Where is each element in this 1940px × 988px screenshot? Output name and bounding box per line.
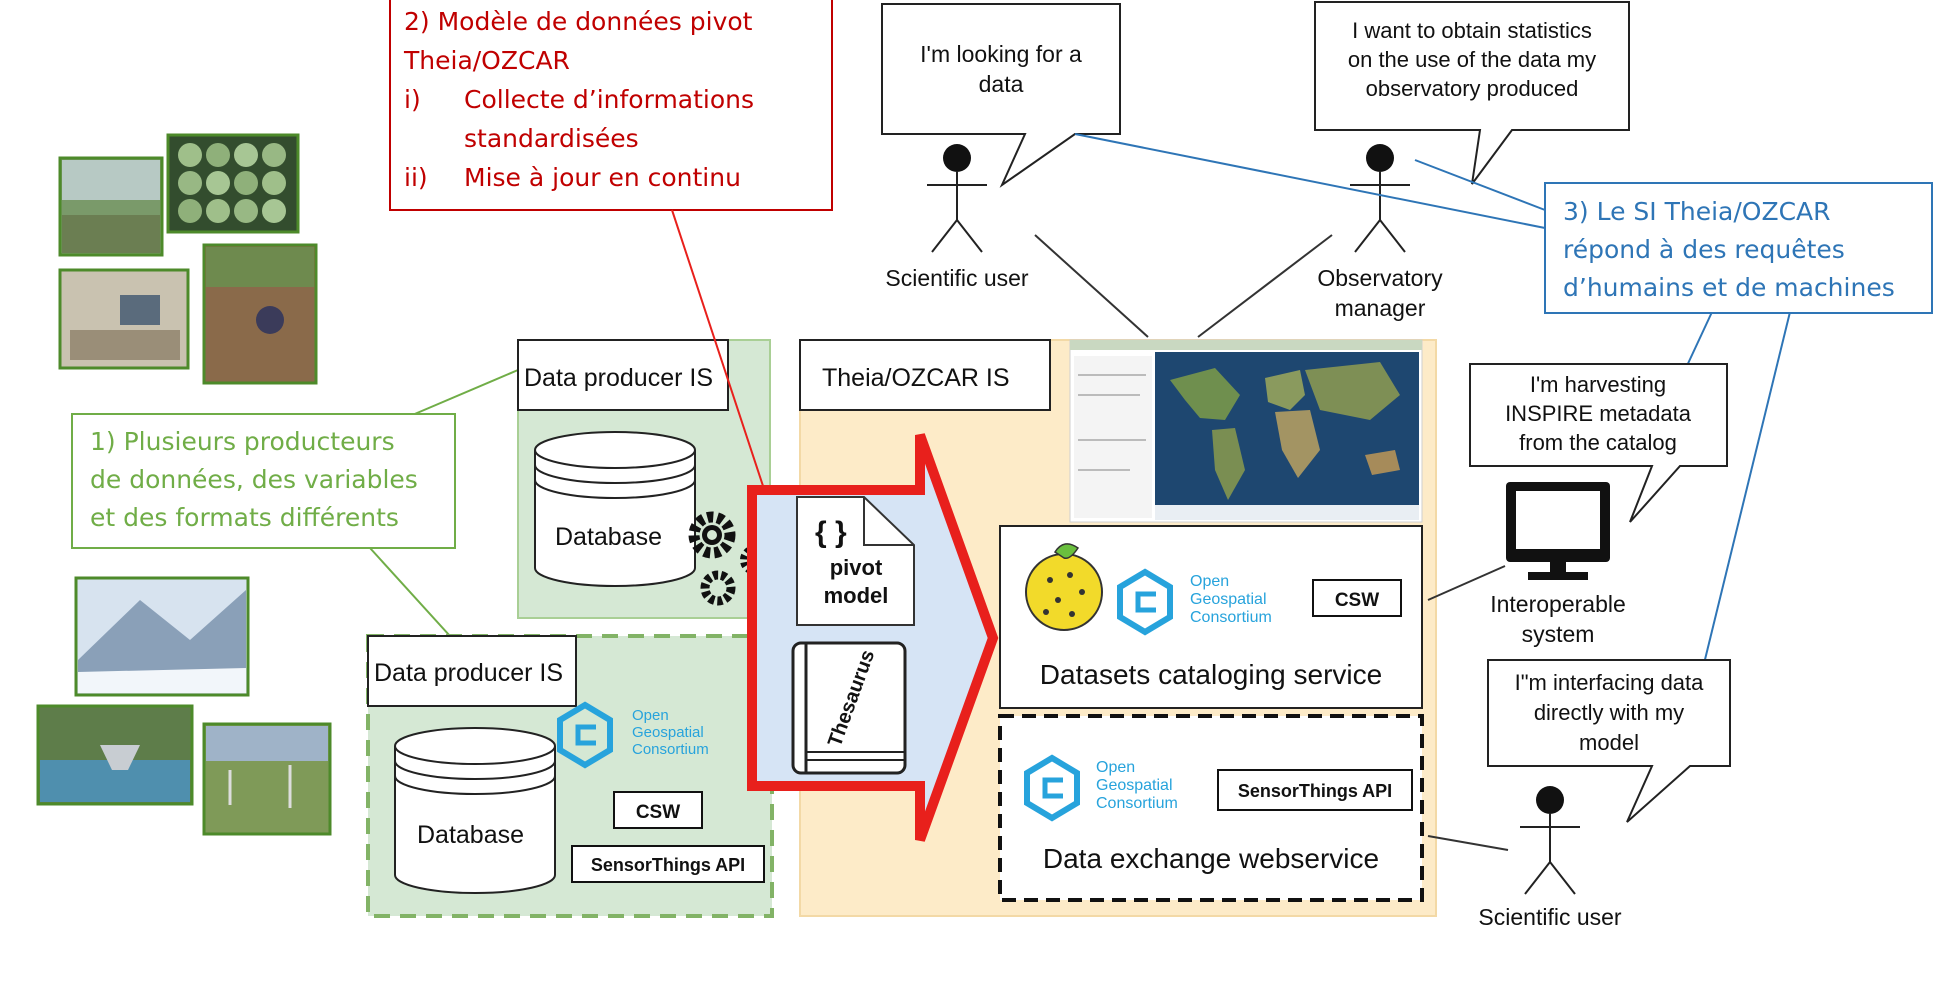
ogc-text-bottom-line1: Open bbox=[632, 707, 669, 724]
document-icon bbox=[796, 496, 915, 626]
geonetwork-logo-icon bbox=[1025, 543, 1103, 631]
sensorthings-badge-exchange: SensorThings API bbox=[1238, 781, 1392, 801]
bubble-stats-line2: on the use of the data my bbox=[1348, 47, 1596, 72]
actor-label-interoperable-line2: system bbox=[1522, 621, 1595, 647]
csw-badge-bottom: CSW bbox=[636, 802, 680, 823]
actor-label-scientific-user-bottom: Scientific user bbox=[1478, 904, 1622, 930]
bubble-harvest-line1: I'm harvesting bbox=[1530, 372, 1666, 397]
connector-user-to-portal bbox=[1034, 234, 1149, 338]
producers-note-line1: 1) Plusieurs producteurs bbox=[90, 427, 395, 456]
pivot-label-line2: model bbox=[824, 583, 889, 608]
actor-label-observatory-line1: Observatory bbox=[1317, 265, 1443, 291]
pivot-note-line1: 2) Modèle de données pivot bbox=[404, 7, 753, 36]
ogc-text-bottom-line3: Consortium bbox=[632, 741, 709, 758]
theia-title: Theia/OZCAR IS bbox=[822, 364, 1010, 392]
pivot-note-item1-line1: Collecte d’informations bbox=[464, 85, 754, 114]
speech-bubble-interfacing: I"m interfacing data directly with my mo… bbox=[1487, 659, 1731, 823]
speech-bubble-harvesting: I'm harvesting INSPIRE metadata from the… bbox=[1469, 363, 1728, 523]
bubble-looking-line1: I'm looking for a bbox=[920, 41, 1082, 67]
bubble-interfacing-line1: I"m interfacing data bbox=[1515, 670, 1705, 695]
ogc-text-exchange-line3: Consortium bbox=[1096, 795, 1178, 812]
bubble-harvest-line3: from the catalog bbox=[1519, 430, 1677, 455]
thesaurus-book-icon: Thesaurus bbox=[791, 641, 907, 775]
actor-label-interoperable-line1: Interoperable bbox=[1490, 591, 1626, 617]
data-exchange-label: Data exchange webservice bbox=[1043, 843, 1379, 874]
ogc-text-catalog-line3: Consortium bbox=[1190, 609, 1272, 626]
pivot-note-item2-line1: Mise à jour en continu bbox=[464, 163, 741, 192]
bubble-interfacing-line2: directly with my bbox=[1534, 700, 1684, 725]
producers-note-line3: et des formats différents bbox=[90, 503, 399, 532]
bubble-stats-line1: I want to obtain statistics bbox=[1352, 18, 1592, 43]
system-callout: 3) Le SI Theia/OZCAR répond à des requêt… bbox=[1074, 133, 1933, 681]
data-producer-bottom: Data producer IS Database Open Geospatia… bbox=[366, 634, 774, 918]
ogc-text-exchange-line1: Open bbox=[1096, 759, 1135, 776]
pivot-note-item2-num: ii) bbox=[404, 163, 428, 192]
system-note-line2: répond à des requêtes bbox=[1563, 235, 1845, 264]
portal-screenshot bbox=[1069, 339, 1423, 523]
bubble-stats-line3: observatory produced bbox=[1366, 76, 1579, 101]
connector-manager-to-portal bbox=[1197, 234, 1333, 338]
database-label-top: Database bbox=[555, 523, 662, 551]
bubble-interfacing-line3: model bbox=[1579, 730, 1639, 755]
producers-callout: 1) Plusieurs producteurs de données, des… bbox=[71, 369, 519, 637]
pivot-model-callout: 2) Modèle de données pivot Theia/OZCAR i… bbox=[389, 0, 833, 211]
bubble-harvest-line2: INSPIRE metadata bbox=[1505, 401, 1692, 426]
photo-collage-bottom bbox=[36, 576, 332, 836]
ogc-text-catalog-line1: Open bbox=[1190, 573, 1229, 590]
speech-bubble-statistics: I want to obtain statistics on the use o… bbox=[1314, 1, 1630, 185]
connector-monitor-to-catalog bbox=[1427, 565, 1506, 601]
ogc-logo-icon bbox=[1024, 754, 1080, 822]
data-producer-top-title: Data producer IS bbox=[524, 364, 713, 392]
pivot-note-item1-num: i) bbox=[404, 85, 421, 114]
actor-scientific-user-bottom bbox=[1520, 786, 1580, 895]
producers-note-line2: de données, des variables bbox=[90, 465, 418, 494]
photo-collage-top bbox=[58, 133, 318, 385]
ogc-text-catalog-line2: Geospatial bbox=[1190, 591, 1267, 608]
bubble-looking-line2: data bbox=[979, 71, 1024, 97]
csw-badge-catalog: CSW bbox=[1335, 590, 1379, 611]
actor-label-scientific-user-top: Scientific user bbox=[885, 265, 1029, 291]
actor-label-observatory-line2: manager bbox=[1335, 295, 1426, 321]
ogc-logo-icon bbox=[1117, 568, 1173, 636]
pivot-note-item1-line2: standardisées bbox=[464, 124, 639, 153]
pivot-braces: { } bbox=[815, 516, 847, 549]
pivot-model-arrow: { } pivot model Thesaurus bbox=[747, 433, 999, 842]
database-icon-top bbox=[534, 431, 696, 587]
pivot-note-line2: Theia/OZCAR bbox=[403, 46, 570, 75]
actor-scientific-user-top bbox=[927, 144, 987, 253]
data-producer-bottom-title: Data producer IS bbox=[374, 659, 563, 687]
monitor-icon bbox=[1506, 482, 1610, 580]
ogc-logo-icon bbox=[557, 701, 613, 769]
database-icon-bottom bbox=[394, 727, 556, 894]
connector-user-to-exchange bbox=[1427, 835, 1509, 851]
ogc-text-exchange-line2: Geospatial bbox=[1096, 777, 1173, 794]
data-producer-top: Data producer IS Database bbox=[517, 339, 771, 619]
sensorthings-badge-bottom: SensorThings API bbox=[591, 855, 745, 875]
datasets-cataloging-label: Datasets cataloging service bbox=[1040, 659, 1382, 690]
speech-bubble-looking-for-data: I'm looking for a data bbox=[881, 3, 1121, 188]
pivot-note-connector bbox=[671, 209, 766, 493]
actor-observatory-manager bbox=[1350, 144, 1410, 253]
system-note-line1: 3) Le SI Theia/OZCAR bbox=[1563, 197, 1831, 226]
database-label-bottom: Database bbox=[417, 821, 524, 849]
pivot-label-line1: pivot bbox=[830, 555, 883, 580]
system-note-line3: d’humains et de machines bbox=[1563, 273, 1895, 302]
ogc-text-bottom-line2: Geospatial bbox=[632, 724, 704, 741]
